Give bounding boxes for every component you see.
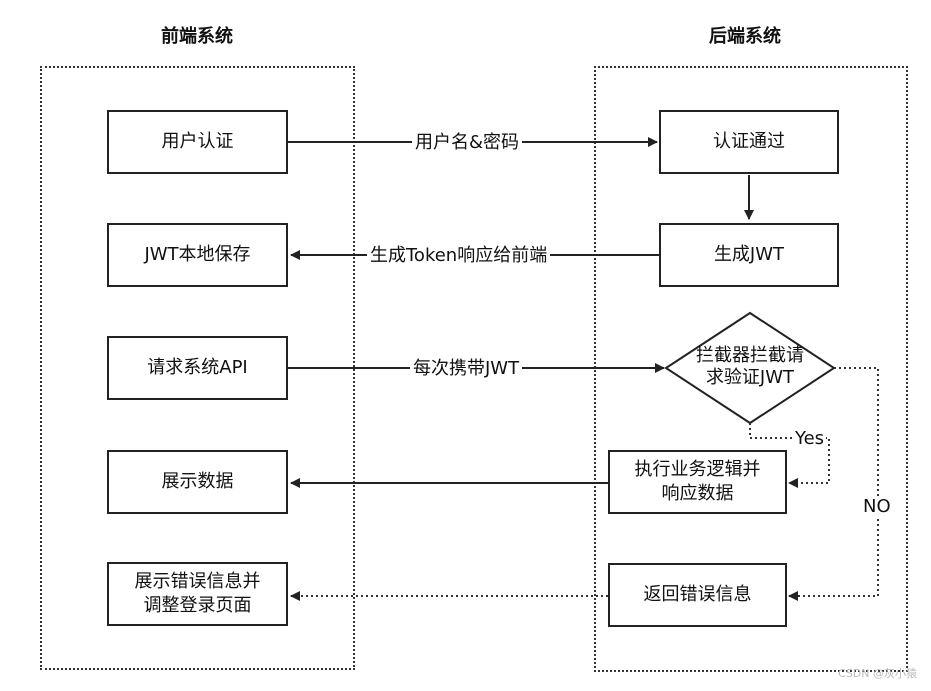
show-data-label: 展示数据 xyxy=(161,471,234,492)
gen-jwt-label: 生成JWT xyxy=(713,244,785,265)
api-request-label: 请求系统API xyxy=(147,357,248,378)
return-error-label: 返回错误信息 xyxy=(643,584,752,605)
interceptor-label-1: 拦截器拦截请 xyxy=(696,345,804,366)
exec-logic-label-1: 执行业务逻辑并 xyxy=(634,459,761,480)
frontend-title: 前端系统 xyxy=(161,26,233,47)
jwt-save-label: JWT本地保存 xyxy=(144,244,251,265)
show-data-box: 展示数据 xyxy=(107,450,288,514)
api-request-box: 请求系统API xyxy=(107,336,288,400)
arrow-no xyxy=(788,367,879,601)
exec-logic-box: 执行业务逻辑并 响应数据 xyxy=(608,450,787,514)
watermark: CSDN @灰小猿 xyxy=(838,667,917,680)
jwt-save-box: JWT本地保存 xyxy=(107,223,288,287)
carry-jwt-label: 每次携带JWT xyxy=(410,358,523,380)
exec-logic-label-2: 响应数据 xyxy=(661,483,734,504)
interceptor-text: 拦截器拦截请 求验证JWT xyxy=(680,345,820,389)
gen-jwt-box: 生成JWT xyxy=(659,223,839,287)
user-auth-box: 用户认证 xyxy=(107,110,288,174)
return-error-box: 返回错误信息 xyxy=(608,563,787,627)
interceptor-label-2: 求验证JWT xyxy=(705,367,795,388)
auth-pass-box: 认证通过 xyxy=(659,110,839,174)
token-response-label: 生成Token响应给前端 xyxy=(367,245,551,267)
credentials-label: 用户名&密码 xyxy=(412,132,523,154)
arrow-yes xyxy=(749,423,830,488)
show-error-label-2: 调整登录页面 xyxy=(143,595,252,616)
show-error-box: 展示错误信息并 调整登录页面 xyxy=(107,562,288,626)
backend-title: 后端系统 xyxy=(709,26,781,47)
user-auth-label: 用户认证 xyxy=(161,131,234,152)
show-error-label-1: 展示错误信息并 xyxy=(134,571,261,592)
no-label: NO xyxy=(861,496,893,518)
yes-label: Yes xyxy=(793,428,827,450)
auth-pass-label: 认证通过 xyxy=(713,131,785,152)
